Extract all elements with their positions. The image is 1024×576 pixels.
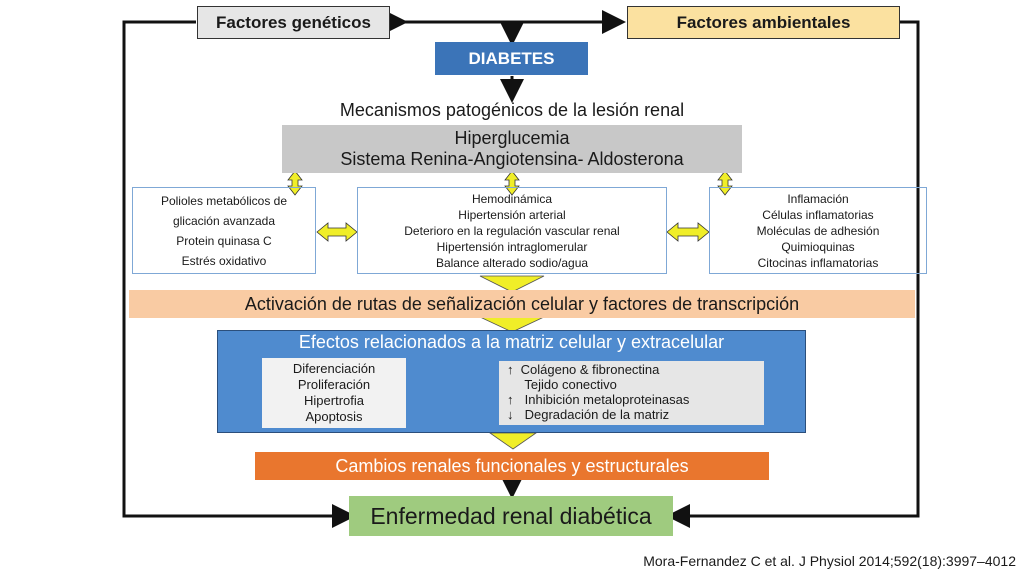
hemodynamic-item: Hemodinámica <box>471 191 553 206</box>
yellow-horizontal-arrows <box>316 222 710 242</box>
genetic-factors-box: Factores genéticos <box>197 6 390 39</box>
inflammation-item: Moléculas de adhesión <box>756 223 880 238</box>
inflammation-box: Inflamación Células inflamatorias Molécu… <box>709 187 927 274</box>
outcome-box: Enfermedad renal diabética <box>349 496 673 536</box>
signaling-banner-text: Activación de rutas de señalización celu… <box>244 293 800 314</box>
renal-changes-text: Cambios renales funcionales y estructura… <box>335 455 689 476</box>
metabolic-item: glicación avanzada <box>172 213 276 228</box>
hemodynamic-item: Hipertensión arterial <box>458 207 566 222</box>
matrix-change-text: Colágeno & fibronectina <box>520 362 660 377</box>
metabolic-item: Estrés oxidativo <box>181 253 267 268</box>
outcome-text: Enfermedad renal diabética <box>370 502 652 529</box>
up-arrow-icon: ↑ <box>507 392 514 407</box>
mechanisms-heading-text: Mecanismos patogénicos de la lesión rena… <box>339 99 685 120</box>
citation: Mora-Fernandez C et al. J Physiol 2014;5… <box>643 553 1016 569</box>
feedback-line-right <box>666 20 920 528</box>
up-arrow-icon: ↑ <box>507 362 514 377</box>
metabolic-item: Protein quinasa C <box>176 233 272 248</box>
matrix-change-text: Tejido conectivo <box>524 377 617 392</box>
renal-changes-banner: Cambios renales funcionales y estructura… <box>255 452 769 480</box>
metabolic-item: Polioles metabólicos de <box>160 193 288 208</box>
hemodynamic-box: Hemodinámica Hipertensión arterial Deter… <box>357 187 667 274</box>
cell-effect-item: Apoptosis <box>305 409 363 424</box>
matrix-change-text: Inhibición metaloproteinasas <box>524 392 690 407</box>
yellow-down-triangles <box>479 275 545 450</box>
feedback-line-left <box>122 20 356 528</box>
mechanisms-heading: Mecanismos patogénicos de la lesión rena… <box>280 98 744 122</box>
metabolic-pathways-box: Polioles metabólicos de glicación avanza… <box>132 187 316 274</box>
main-mechanisms-band: Hiperglucemia Sistema Renina-Angiotensin… <box>282 125 742 173</box>
diabetes-box: DIABETES <box>435 42 588 75</box>
hyperglycemia-label: Hiperglucemia <box>454 128 570 148</box>
signaling-banner: Activación de rutas de señalización celu… <box>129 290 915 318</box>
cell-effect-item: Proliferación <box>297 377 371 392</box>
inflammation-item: Citocinas inflamatorias <box>757 255 879 270</box>
inflammation-item: Células inflamatorias <box>762 207 874 222</box>
matrix-change-row: ↑ Colágeno & fibronectina <box>507 362 764 377</box>
down-arrow-icon: ↓ <box>507 407 514 422</box>
hemodynamic-item: Hipertensión intraglomerular <box>436 239 588 254</box>
environmental-factors-box: Factores ambientales <box>627 6 900 39</box>
matrix-changes-list: ↑ Colágeno & fibronectina Tejido conecti… <box>499 361 764 425</box>
diabetes-label: DIABETES <box>468 48 555 68</box>
hemodynamic-item: Balance alterado sodio/agua <box>435 255 589 270</box>
matrix-change-row: ↓ Degradación de la matriz <box>507 407 764 422</box>
genetic-factors-label: Factores genéticos <box>216 12 371 32</box>
hemodynamic-item: Deterioro en la regulación vascular rena… <box>404 223 620 238</box>
environmental-factors-label: Factores ambientales <box>676 12 851 32</box>
inflammation-item: Quimioquinas <box>781 239 855 254</box>
inflammation-item: Inflamación <box>787 191 849 206</box>
cell-effect-item: Diferenciación <box>292 361 376 376</box>
matrix-change-text: Degradación de la matriz <box>524 407 670 422</box>
matrix-effects-title: Efectos relacionados a la matriz celular… <box>298 332 725 352</box>
matrix-effects-panel: Efectos relacionados a la matriz celular… <box>217 330 806 433</box>
cell-effect-item: Hipertrofia <box>304 393 364 408</box>
matrix-change-row: Tejido conectivo <box>507 377 764 392</box>
matrix-change-row: ↑ Inhibición metaloproteinasas <box>507 392 764 407</box>
yellow-vertical-arrows <box>287 170 733 196</box>
raas-label: Sistema Renina-Angiotensina- Aldosterona <box>340 149 684 169</box>
cell-effects-list: Diferenciación Proliferación Hipertrofia… <box>262 358 406 428</box>
